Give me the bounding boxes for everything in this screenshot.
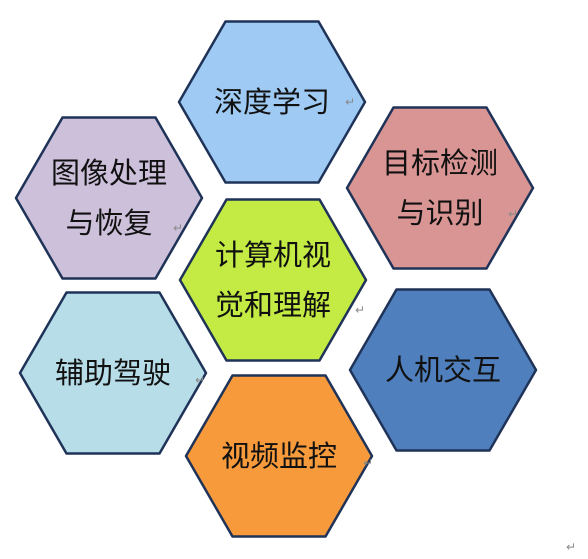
hexagon-image-processing xyxy=(14,116,204,280)
label-video-surveillance-line-1: 视频监控 xyxy=(221,439,337,473)
paragraph-mark-icon: ↵ xyxy=(508,207,518,221)
label-object-detection-line-1: 目标检测 xyxy=(382,146,498,180)
paragraph-mark-icon: ↵ xyxy=(173,221,183,235)
paragraph-mark-icon: ↵ xyxy=(355,303,365,317)
footer-paragraph-mark-icon: ↵ xyxy=(566,540,576,554)
hexagon-driver-assistance xyxy=(18,291,208,455)
hexagon-object-detection xyxy=(345,106,535,270)
label-deep-learning-line-1: 深度学习 xyxy=(214,85,330,119)
paragraph-mark-icon: ↵ xyxy=(363,456,373,470)
label-human-computer-interaction-line-1: 人机交互 xyxy=(385,353,501,387)
hexagon-computer-vision xyxy=(178,198,368,362)
label-computer-vision-line-1: 计算机视 xyxy=(215,238,331,272)
hexagon-deep-learning xyxy=(177,20,367,184)
paragraph-mark-icon: ↵ xyxy=(345,95,355,109)
hexagon-video-surveillance xyxy=(184,374,374,538)
paragraph-mark-icon: ↵ xyxy=(195,373,205,387)
label-image-processing-line-2: 与恢复 xyxy=(65,206,152,240)
label-computer-vision-line-2: 觉和理解 xyxy=(215,288,331,322)
label-image-processing-line-1: 图像处理 xyxy=(51,156,167,190)
hexagon-human-computer-interaction xyxy=(348,288,538,452)
label-driver-assistance-line-1: 辅助驾驶 xyxy=(55,356,171,390)
label-object-detection-line-2: 与识别 xyxy=(396,196,483,230)
